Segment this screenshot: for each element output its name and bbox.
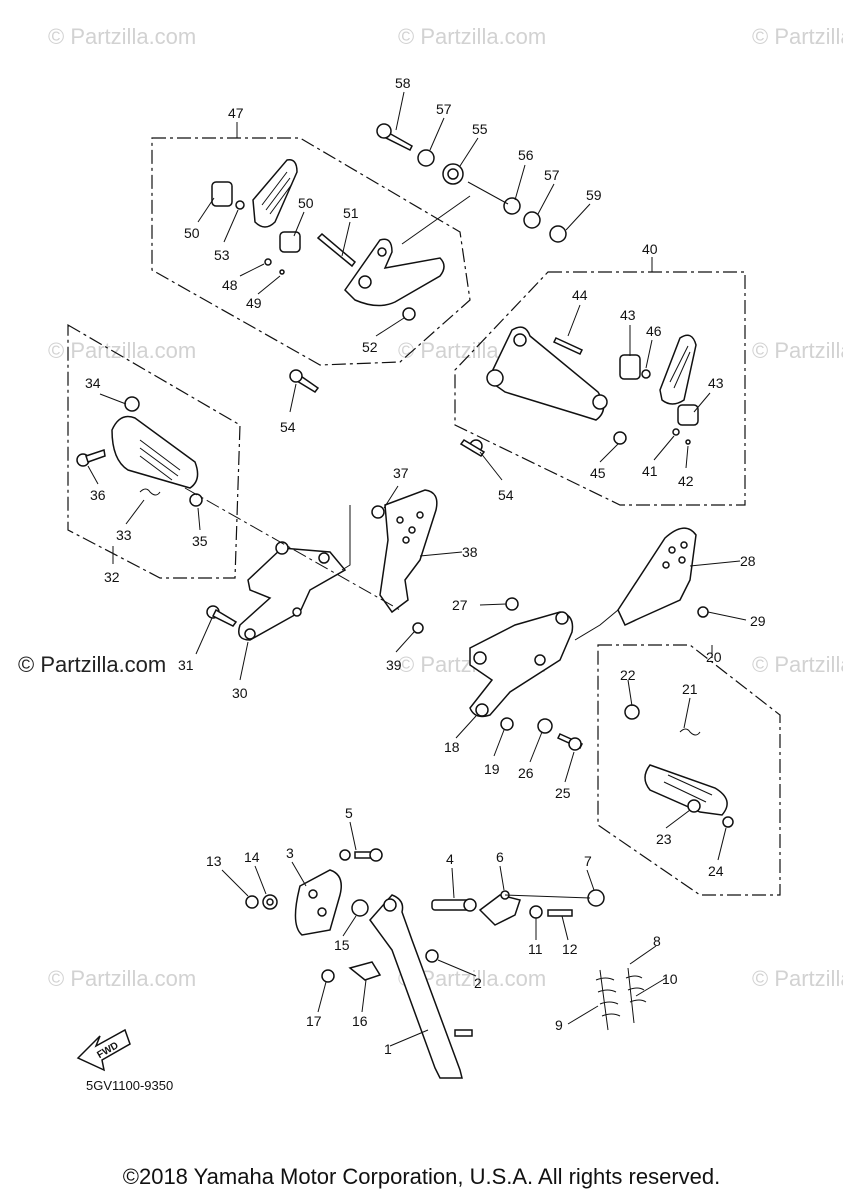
diagram-code: 5GV1100-9350 xyxy=(86,1078,174,1093)
callout-29: 29 xyxy=(750,613,766,629)
callout-9: 9 xyxy=(555,1017,563,1033)
callout-27: 27 xyxy=(452,597,468,613)
callout-53: 53 xyxy=(214,247,230,263)
callout-45: 45 xyxy=(590,465,606,481)
callout-42: 42 xyxy=(678,473,694,489)
callout-59: 59 xyxy=(586,187,602,203)
callout-48: 48 xyxy=(222,277,238,293)
callout-25: 25 xyxy=(555,785,571,801)
callout-14: 14 xyxy=(244,849,260,865)
watermark: © Partzilla.com xyxy=(48,338,197,363)
callout-43b: 43 xyxy=(708,375,724,391)
callout-21: 21 xyxy=(682,681,698,697)
callout-32: 32 xyxy=(104,569,120,585)
callout-47: 47 xyxy=(228,105,244,121)
callout-37: 37 xyxy=(393,465,409,481)
callout-41: 41 xyxy=(642,463,658,479)
watermark: © Partzilla.com xyxy=(752,338,843,363)
part-47-assembly xyxy=(211,159,445,393)
callout-23: 23 xyxy=(656,831,672,847)
callout-11: 11 xyxy=(528,941,543,957)
callout-19: 19 xyxy=(484,761,500,777)
fwd-arrow xyxy=(76,1028,131,1072)
part-58-chain xyxy=(376,123,567,245)
callout-35: 35 xyxy=(192,533,208,549)
callout-18: 18 xyxy=(444,739,460,755)
callout-16: 16 xyxy=(352,1013,368,1029)
part-30-bracket xyxy=(206,489,438,641)
leader-lines xyxy=(87,91,747,1047)
callout-56: 56 xyxy=(518,147,534,163)
callout-58: 58 xyxy=(395,75,411,91)
callout-5: 5 xyxy=(345,805,353,821)
part-sidestand xyxy=(245,848,647,1079)
fwd-label: FWD xyxy=(95,1040,120,1061)
callout-33: 33 xyxy=(116,527,132,543)
watermark: © Partzilla.com xyxy=(752,24,843,49)
watermark-strong: © Partzilla.com xyxy=(18,652,167,677)
group-47-outline xyxy=(151,137,471,366)
callout-30: 30 xyxy=(232,685,248,701)
callout-3: 3 xyxy=(286,845,294,861)
callout-4: 4 xyxy=(446,851,454,867)
callout-39: 39 xyxy=(386,657,402,673)
watermark: © Partzilla.com xyxy=(398,24,547,49)
callout-13: 13 xyxy=(206,853,222,869)
callout-8: 8 xyxy=(653,933,661,949)
copyright-footer: ©2018 Yamaha Motor Corporation, U.S.A. A… xyxy=(122,1164,721,1189)
callout-54b: 54 xyxy=(498,487,514,503)
watermark: © Partzilla.com xyxy=(48,24,197,49)
callout-15: 15 xyxy=(334,937,350,953)
callout-46: 46 xyxy=(646,323,662,339)
callout-40: 40 xyxy=(642,241,658,257)
callout-50b: 50 xyxy=(298,195,314,211)
part-40-assembly xyxy=(459,326,699,457)
callout-51: 51 xyxy=(343,205,359,221)
callout-numbers: 1 2 3 4 5 6 7 8 9 10 11 12 13 14 15 16 1… xyxy=(85,75,766,1061)
callout-34: 34 xyxy=(85,375,101,391)
callout-12: 12 xyxy=(562,941,578,957)
part-32-assembly xyxy=(76,396,203,507)
callout-36: 36 xyxy=(90,487,106,503)
watermark: © Partzilla.com xyxy=(752,652,843,677)
callout-26: 26 xyxy=(518,765,534,781)
part-18-bracket xyxy=(469,527,709,751)
callout-22: 22 xyxy=(620,667,636,683)
callout-43a: 43 xyxy=(620,307,636,323)
callout-54a: 54 xyxy=(280,419,296,435)
callout-24: 24 xyxy=(708,863,724,879)
callout-6: 6 xyxy=(496,849,504,865)
part-20-assembly xyxy=(624,704,734,828)
callout-7: 7 xyxy=(584,853,592,869)
callout-52: 52 xyxy=(362,339,378,355)
watermark: © Partzilla.com xyxy=(48,966,197,991)
callout-49: 49 xyxy=(246,295,262,311)
callout-38: 38 xyxy=(462,544,478,560)
watermark: © Partzilla.com xyxy=(752,966,843,991)
group-20-outline xyxy=(597,644,781,896)
callout-17: 17 xyxy=(306,1013,322,1029)
callout-1: 1 xyxy=(384,1041,392,1057)
callout-31: 31 xyxy=(178,657,194,673)
callout-50a: 50 xyxy=(184,225,200,241)
callout-57a: 57 xyxy=(436,101,452,117)
callout-55: 55 xyxy=(472,121,488,137)
callout-20: 20 xyxy=(706,649,722,665)
callout-44: 44 xyxy=(572,287,588,303)
callout-28: 28 xyxy=(740,553,756,569)
callout-57b: 57 xyxy=(544,167,560,183)
callout-10: 10 xyxy=(662,971,678,987)
callout-2: 2 xyxy=(474,975,482,991)
group-40-outline xyxy=(454,271,746,506)
